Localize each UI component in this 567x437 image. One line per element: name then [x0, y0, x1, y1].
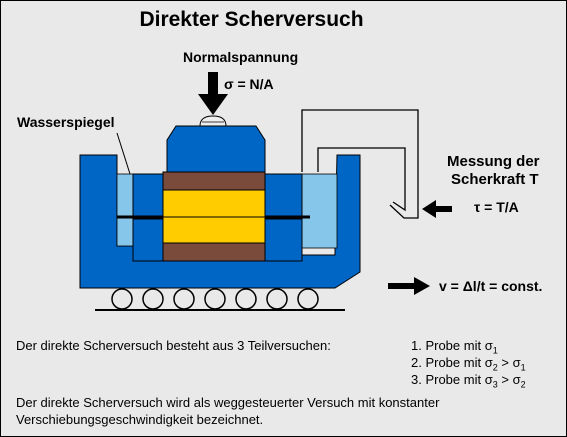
rollers [111, 288, 319, 310]
measurement-cable-outer [301, 109, 419, 219]
lower-frame-left [132, 218, 164, 262]
shear-stress-formula: τ = T/A [474, 199, 519, 215]
upper-frame-left [132, 173, 164, 217]
description-note-line1: Der direkte Scherversuch wird als wegges… [16, 395, 440, 410]
velocity-arrow [388, 277, 430, 295]
shear-force-label-line2: Scherkraft T [451, 171, 539, 188]
water-level-pointer [116, 132, 131, 175]
upper-frame-right [264, 173, 303, 217]
velocity-formula: v = Δl/t = const. [439, 278, 543, 294]
normal-stress-formula: σ = N/A [224, 76, 274, 92]
load-bearing [199, 115, 227, 127]
description-note-line2: Verschiebungsgeschwindigkeit bezeichnet. [16, 412, 264, 427]
loading-cap [166, 125, 266, 173]
water-level-label: Wasserspiegel [17, 114, 115, 130]
porous-stone-bottom [162, 242, 266, 262]
measurement-cable-inner [317, 147, 406, 212]
porous-stone-top [162, 171, 266, 191]
shear-force-arrow [422, 200, 452, 218]
test-item-1: 1. Probe mit σ1 [411, 338, 498, 356]
test-item-2: 2. Probe mit σ2 > σ1 [411, 355, 526, 373]
normal-stress-arrow [198, 72, 228, 115]
figure-title: Direkter Scherversuch [139, 8, 364, 31]
water-right [301, 173, 338, 249]
normal-stress-label: Normalspannung [183, 49, 299, 65]
shear-force-label-line1: Messung der [447, 153, 540, 170]
test-item-3: 3. Probe mit σ3 > σ2 [411, 372, 526, 390]
lower-frame-right [264, 218, 303, 262]
description-intro: Der direkte Scherversuch besteht aus 3 T… [16, 338, 331, 353]
